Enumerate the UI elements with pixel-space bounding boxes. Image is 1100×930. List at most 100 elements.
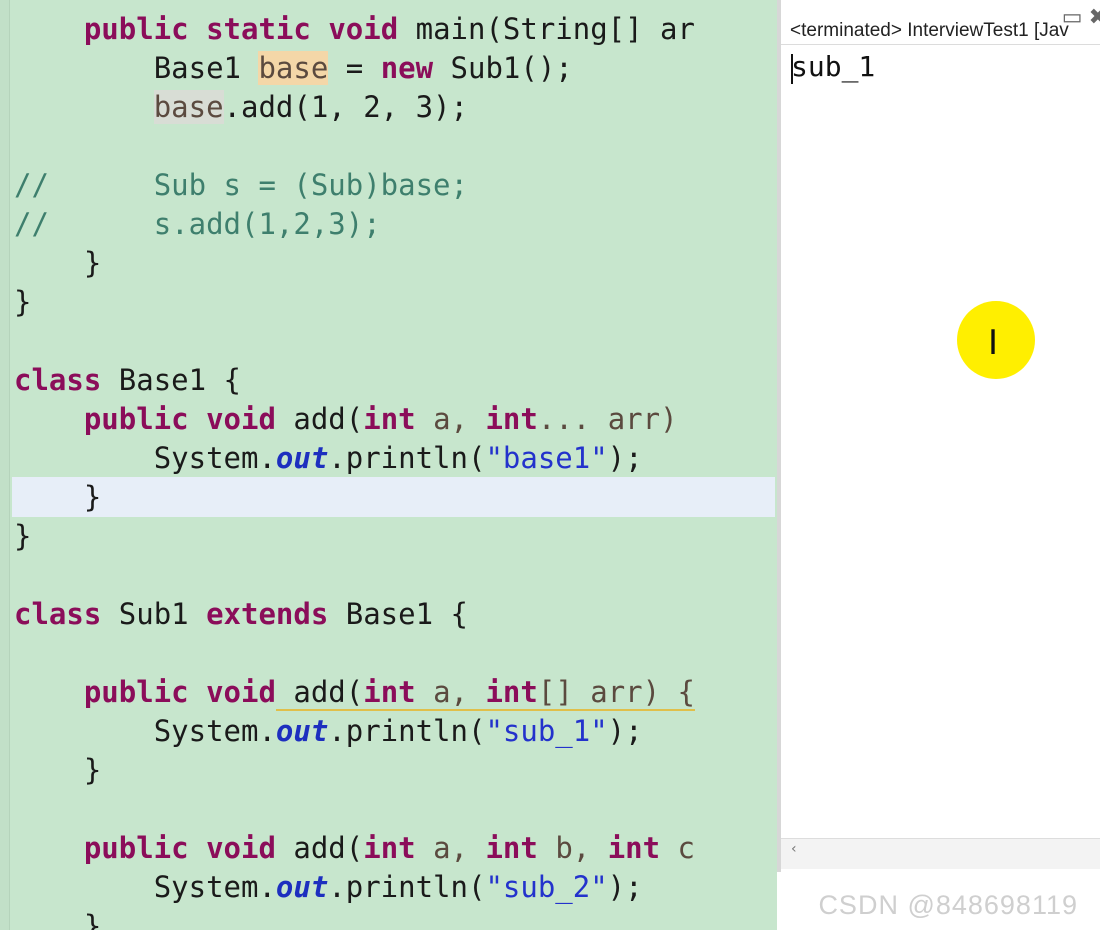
static-field: out	[275, 714, 329, 748]
comment-marker: //	[14, 168, 49, 202]
code-line-class-sub1[interactable]: class Sub1 extends Base1 {	[14, 595, 468, 634]
keyword: int	[363, 675, 416, 709]
code-text: Sub1	[101, 597, 207, 631]
keyword: int	[485, 402, 538, 436]
code-text: Base1 {	[101, 363, 241, 397]
code-line[interactable]: System.out.println("base1");	[14, 439, 643, 478]
string-literal: "sub_1"	[485, 714, 608, 748]
keyword: public	[83, 675, 189, 709]
code-line[interactable]: System.out.println("sub_1");	[14, 712, 643, 751]
brace: }	[14, 285, 32, 319]
code-text: a,	[415, 675, 486, 709]
comment-text: s.add(1,2,3);	[153, 207, 381, 241]
code-editor[interactable]: public static void main(String[] ar Base…	[0, 0, 775, 930]
cursor-highlight	[957, 301, 1035, 379]
keyword: int	[485, 831, 538, 865]
minimize-icon[interactable]: ▭	[1061, 4, 1083, 29]
console-toolbar: ▭✖	[1061, 0, 1100, 44]
console-header: <terminated> InterviewTest1 [Jav ▭✖	[781, 0, 1100, 45]
code-line-comment[interactable]: // s.add(1,2,3);	[14, 205, 381, 244]
console-view[interactable]: <terminated> InterviewTest1 [Jav ▭✖ sub_…	[777, 0, 1100, 872]
keyword: static	[206, 12, 311, 46]
code-line-method-signature[interactable]: public void add(int a, int[] arr) {	[14, 673, 695, 712]
code-text: [] arr) {	[537, 675, 695, 709]
text-cursor-icon: I	[988, 323, 999, 363]
keyword: public	[83, 402, 189, 436]
code-text: a,	[415, 831, 486, 865]
keyword: void	[206, 675, 276, 709]
code-text: =	[328, 51, 381, 85]
code-line-main-signature[interactable]: public static void main(String[] ar	[14, 10, 695, 49]
keyword: extends	[206, 597, 329, 631]
code-text: .println(	[328, 870, 486, 904]
code-line[interactable]: }	[14, 244, 101, 283]
code-text: System.	[153, 441, 276, 475]
code-text: );	[607, 441, 643, 475]
static-field: out	[275, 441, 329, 475]
code-text: .add(1, 2, 3);	[223, 90, 468, 124]
console-output[interactable]: sub_1	[791, 50, 876, 83]
editor-gutter	[0, 0, 10, 930]
keyword: class	[14, 363, 102, 397]
code-line[interactable]: base.add(1, 2, 3);	[14, 88, 468, 127]
code-text: a,	[415, 402, 486, 436]
keyword: int	[607, 831, 661, 865]
code-text: );	[607, 714, 643, 748]
code-line[interactable]: }	[14, 751, 101, 790]
code-text: System.	[153, 870, 276, 904]
code-text: main(String[] ar	[415, 12, 695, 46]
code-line[interactable]: Base1 base = new Sub1();	[14, 49, 573, 88]
brace: }	[83, 909, 102, 930]
code-line-class-base1[interactable]: class Base1 {	[14, 361, 241, 400]
keyword: void	[206, 831, 276, 865]
comment-text: Sub s = (Sub)base;	[153, 168, 468, 202]
code-text: Sub1();	[433, 51, 573, 85]
keyword: public	[83, 12, 189, 46]
keyword: int	[363, 831, 416, 865]
code-line-current[interactable]: }	[14, 478, 101, 517]
bottom-area	[777, 872, 1100, 930]
variable-base: base	[258, 51, 329, 85]
text-caret	[791, 54, 793, 84]
keyword: class	[14, 597, 102, 631]
keyword: int	[485, 675, 538, 709]
code-text: .println(	[328, 441, 486, 475]
brace: }	[14, 519, 32, 553]
code-line[interactable]: }	[14, 283, 31, 322]
code-text: add(	[275, 675, 364, 709]
code-text: Base1	[153, 51, 259, 85]
keyword: void	[328, 12, 399, 46]
string-literal: "sub_2"	[485, 870, 608, 904]
code-line-method-signature[interactable]: public void add(int a, int... arr)	[14, 400, 678, 439]
keyword: public	[83, 831, 189, 865]
keyword: void	[206, 402, 276, 436]
code-line-comment[interactable]: // Sub s = (Sub)base;	[14, 166, 468, 205]
code-line[interactable]: System.out.println("sub_2");	[14, 868, 643, 907]
horizontal-scrollbar[interactable]: ‹	[781, 838, 1100, 869]
variable-base: base	[153, 90, 224, 124]
code-line[interactable]: }	[14, 517, 31, 556]
code-text: System.	[153, 714, 276, 748]
close-icon[interactable]: ✖	[1089, 0, 1100, 44]
static-field: out	[275, 870, 329, 904]
code-text: );	[607, 870, 643, 904]
chevron-left-icon[interactable]: ‹	[791, 841, 797, 857]
code-text: add(	[275, 402, 364, 436]
code-text: Base1 {	[328, 597, 468, 631]
keyword: new	[380, 51, 434, 85]
brace: }	[83, 246, 102, 280]
watermark: CSDN @848698119	[818, 890, 1078, 920]
brace: }	[83, 480, 102, 514]
code-text: b,	[537, 831, 608, 865]
console-title: <terminated> InterviewTest1 [Jav	[790, 20, 1069, 41]
comment-marker: //	[14, 207, 49, 241]
code-text: ... arr)	[537, 402, 678, 436]
code-text: .println(	[328, 714, 486, 748]
code-text: c	[660, 831, 696, 865]
keyword: int	[363, 402, 416, 436]
code-line[interactable]: }	[14, 907, 101, 930]
string-literal: "base1"	[485, 441, 608, 475]
current-line-highlight	[12, 477, 775, 517]
brace: }	[83, 753, 102, 787]
code-line-method-signature[interactable]: public void add(int a, int b, int c	[14, 829, 695, 868]
